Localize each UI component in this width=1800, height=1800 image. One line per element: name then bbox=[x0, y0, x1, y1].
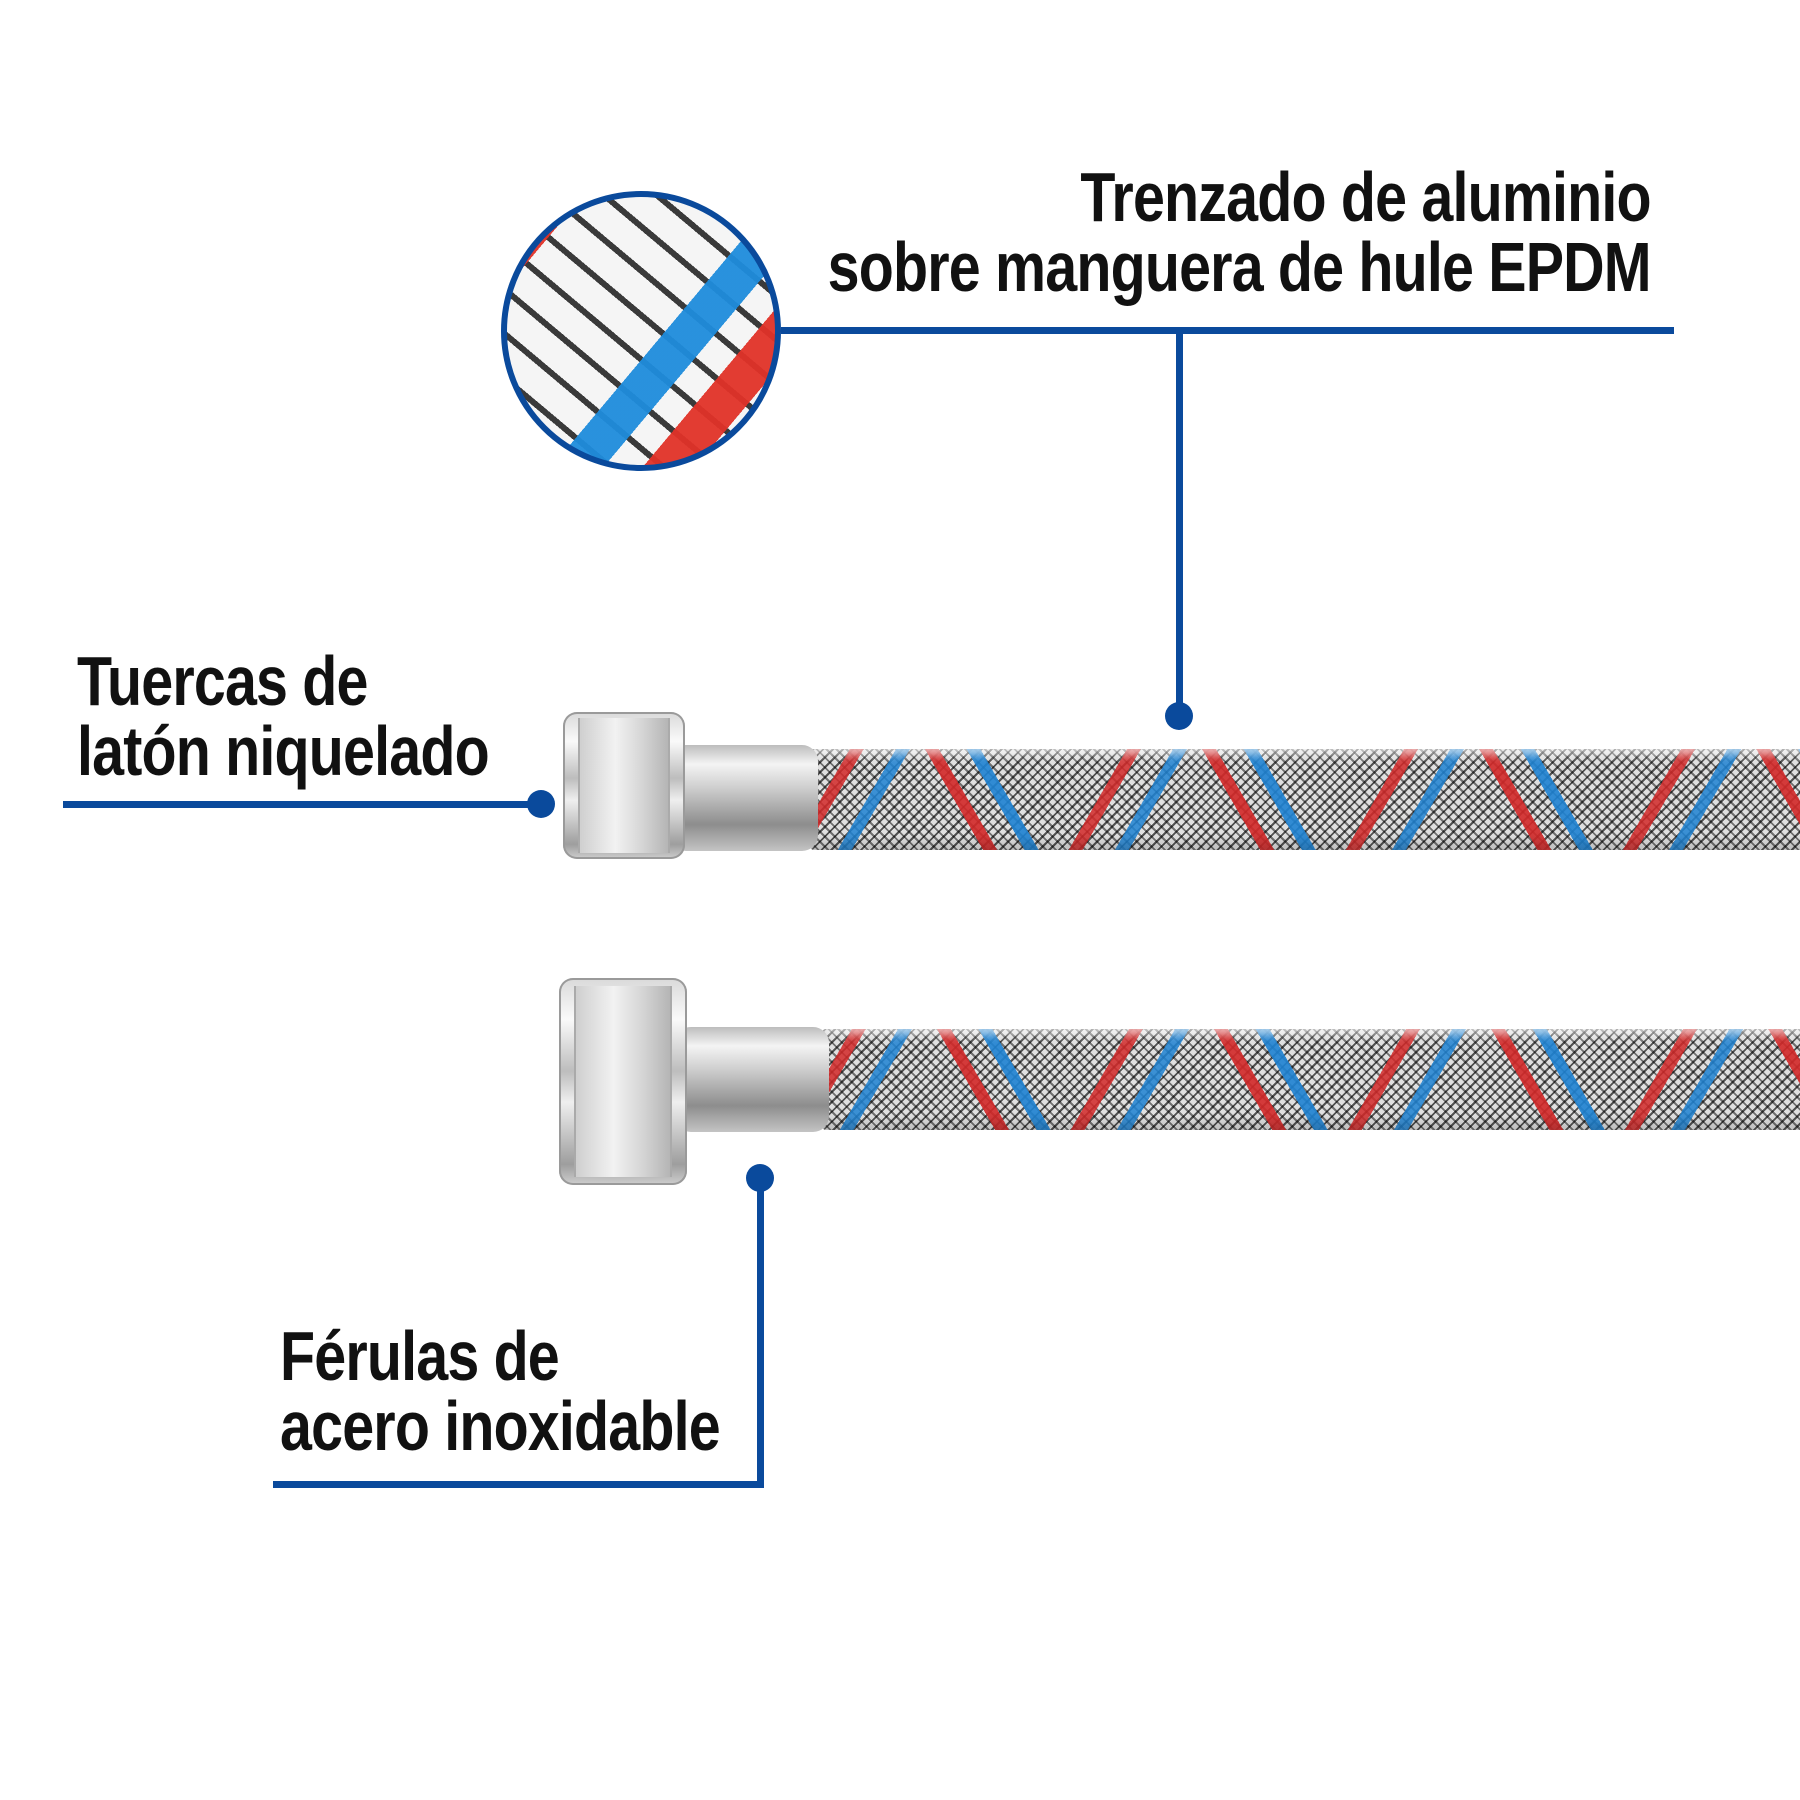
hose-top-braid bbox=[810, 749, 1800, 850]
hose-bottom-braid bbox=[822, 1029, 1800, 1130]
braid-callout-label: Trenzado de aluminio sobre manguera de h… bbox=[827, 158, 1652, 306]
braid-callout-line2: sobre manguera de hule EPDM bbox=[827, 228, 1652, 306]
nuts-callout-dot bbox=[527, 790, 555, 818]
hose-top-ferrule bbox=[670, 745, 818, 851]
nuts-callout-label: Tuercas de latón niquelado bbox=[77, 642, 490, 790]
ferrules-callout-horizontal-line bbox=[273, 1481, 764, 1488]
braid-detail-magnifier bbox=[501, 191, 781, 471]
nuts-callout-line1: Tuercas de bbox=[77, 642, 368, 720]
ferrules-callout-label: Férulas de acero inoxidable bbox=[280, 1317, 721, 1465]
hose-bottom-ferrule bbox=[675, 1027, 829, 1132]
nuts-callout-line bbox=[63, 801, 541, 808]
ferrules-callout-vertical-line bbox=[757, 1178, 764, 1488]
braid-callout-horizontal-line bbox=[781, 327, 1674, 334]
braid-callout-line1: Trenzado de aluminio bbox=[1080, 158, 1652, 236]
hose-bottom-nut bbox=[559, 978, 687, 1185]
braid-callout-vertical-line bbox=[1176, 327, 1183, 717]
nuts-callout-line2: latón niquelado bbox=[77, 712, 490, 790]
ferrules-callout-line1: Férulas de bbox=[280, 1317, 560, 1395]
braid-callout-dot bbox=[1165, 702, 1193, 730]
hose-top-nut bbox=[563, 712, 685, 859]
ferrules-callout-line2: acero inoxidable bbox=[280, 1387, 721, 1465]
